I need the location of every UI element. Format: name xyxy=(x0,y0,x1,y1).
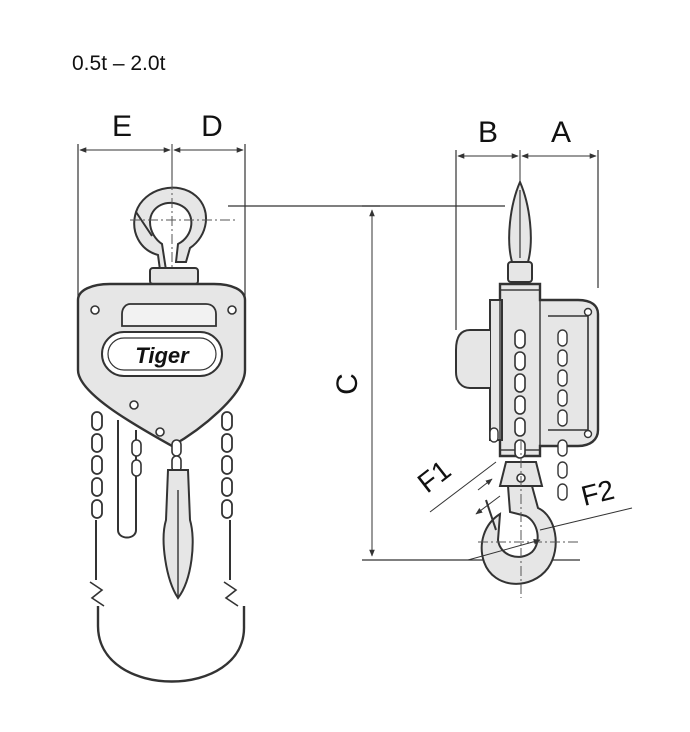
hand-chain-right xyxy=(221,411,233,519)
label-a: A xyxy=(551,116,571,149)
top-hook xyxy=(133,186,208,271)
front-view: Tiger xyxy=(76,144,247,683)
label-c: C xyxy=(331,373,364,395)
load-chain-front xyxy=(131,439,182,477)
label-f2: F2 xyxy=(578,474,617,512)
label-b: B xyxy=(478,116,498,149)
brand-logo-text: Tiger xyxy=(135,343,190,368)
side-view xyxy=(362,150,633,598)
capacity-range-label: 0.5t – 2.0t xyxy=(72,52,166,75)
label-d: D xyxy=(201,110,223,143)
load-chain-side xyxy=(489,329,568,501)
hand-chain-loop xyxy=(96,606,246,683)
hand-chain-left xyxy=(91,411,103,519)
label-e: E xyxy=(112,110,132,143)
label-f1: F1 xyxy=(412,454,457,499)
side-housing xyxy=(498,282,600,458)
bottom-hook-side xyxy=(480,485,557,585)
